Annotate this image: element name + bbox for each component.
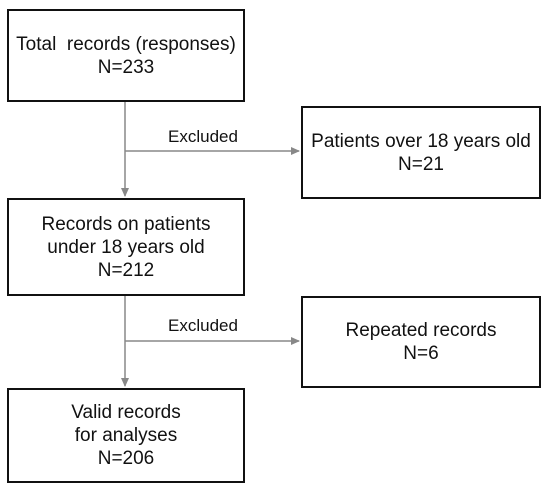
- excluded-label-1: Excluded: [168, 127, 238, 146]
- under18-records-label-1: Records on patients: [41, 213, 211, 235]
- repeated-records-count: N=6: [403, 343, 439, 364]
- repeated-records-box: Repeated records N=6: [301, 296, 541, 388]
- under18-records-box: Records on patients under 18 years old N…: [7, 198, 245, 296]
- excluded-label-2: Excluded: [168, 316, 238, 335]
- excluded-over18-label: Patients over 18 years old: [311, 130, 531, 152]
- under18-records-label-2: under 18 years old: [47, 236, 205, 258]
- excluded-over18-box: Patients over 18 years old N=21: [301, 106, 541, 199]
- total-records-count: N=233: [97, 56, 155, 78]
- total-records-box: Total records (responses) N=233: [7, 9, 245, 102]
- repeated-records-label: Repeated records: [345, 320, 497, 341]
- under18-records-count: N=212: [97, 259, 155, 281]
- excluded-over18-count: N=21: [398, 153, 444, 175]
- valid-records-box: Valid records for analyses N=206: [7, 388, 245, 483]
- valid-records-label-1: Valid records: [71, 402, 181, 423]
- valid-records-count: N=206: [97, 448, 155, 469]
- valid-records-label-2: for analyses: [74, 425, 178, 446]
- total-records-label: Total records (responses): [16, 33, 236, 55]
